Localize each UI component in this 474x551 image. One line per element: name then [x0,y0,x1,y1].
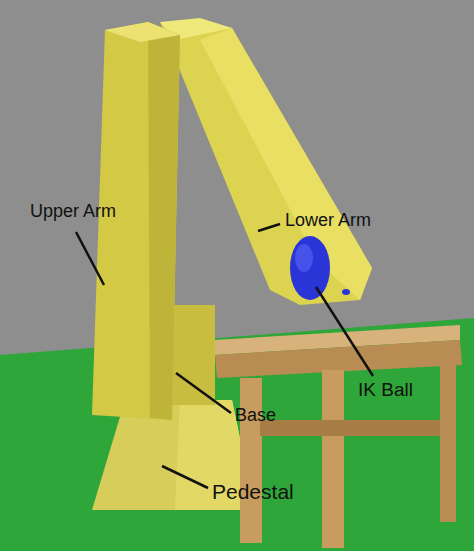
part-label: Pedestal [212,480,294,503]
part-label: Lower Arm [285,211,371,231]
part-label: Upper Arm [30,202,116,222]
part-label: Base [235,406,276,426]
part-label: IK Ball [358,380,413,401]
